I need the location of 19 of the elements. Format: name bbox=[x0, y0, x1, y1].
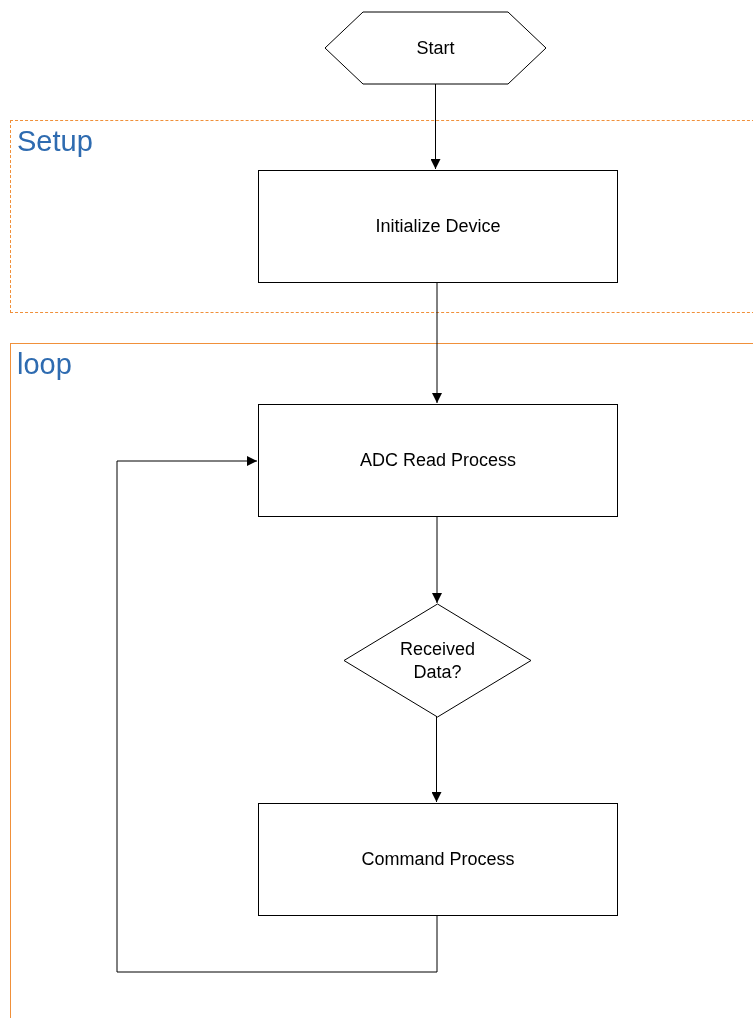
dashed-group-frame bbox=[10, 120, 753, 313]
node-label: ADC Read Process bbox=[359, 449, 517, 472]
decision-diamond bbox=[344, 604, 531, 717]
node-label: Initialize Device bbox=[375, 215, 501, 238]
arrow bbox=[431, 715, 442, 803]
node-label: Start bbox=[416, 36, 455, 60]
arrow bbox=[432, 281, 442, 404]
group-title: Setup bbox=[17, 125, 93, 158]
node-label: Command Process bbox=[361, 848, 515, 871]
arrow bbox=[116, 456, 438, 973]
process-box bbox=[258, 803, 618, 916]
group-frame bbox=[10, 343, 753, 1018]
arrow bbox=[430, 83, 441, 170]
group-title: loop bbox=[17, 348, 72, 381]
node-label: Received Data? bbox=[398, 638, 476, 683]
terminal-hexagon bbox=[325, 12, 546, 84]
arrow bbox=[432, 515, 442, 604]
process-box bbox=[258, 404, 618, 517]
process-box bbox=[258, 170, 618, 283]
